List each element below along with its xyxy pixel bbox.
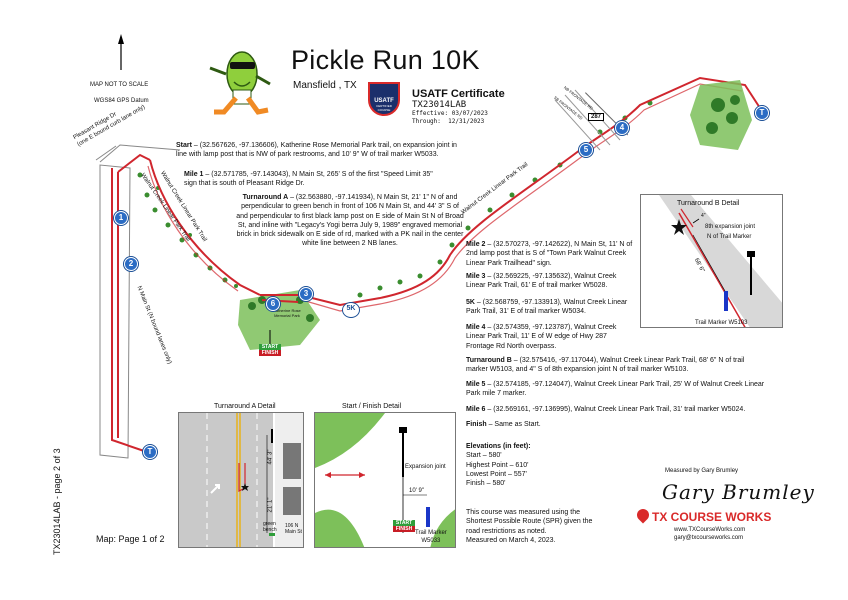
north-arrow-icon: [118, 34, 124, 70]
turnaround-b-title: Turnaround B Detail: [677, 200, 740, 207]
effective-date: 03/07/2023: [451, 110, 488, 117]
memorial-park-label: Katherine Rose Memorial Park: [273, 308, 301, 318]
turnaround-a-dim-bottom: 21' 1": [267, 497, 274, 513]
mile3-description: Mile 3 – (32.569225, -97.135632), Walnut…: [466, 273, 617, 290]
usatf-logo-sub: CERTIFIED COURSE: [376, 104, 392, 112]
company-website: www.TXCourseWorks.com: [674, 527, 746, 533]
turnaround-b-marker: Trail Marker W5103: [695, 320, 748, 326]
usatf-logo: USATF CERTIFIED COURSE: [368, 82, 400, 116]
certificate-number: TX23014LAB: [412, 100, 467, 110]
mile-marker-5k: 5K: [342, 302, 360, 318]
signature: Gary Brumley: [662, 480, 815, 504]
turnaround-marker-a: T: [143, 445, 157, 459]
turnaround-a-detail: Turnaround A Detail 44' 3" 21' 1" greenb…: [178, 412, 304, 548]
mile-marker-6: 6: [266, 297, 280, 311]
measurement-note: This course was measured using the Short…: [466, 509, 593, 544]
start-description: Start – (32.567626, -97.136606), Katheri…: [176, 142, 457, 159]
elevations: Elevations (in feet): Start – 580' Highe…: [466, 443, 531, 488]
measured-by: Measured by Gary Brumley: [665, 468, 739, 474]
mile-marker-4: 4: [615, 121, 629, 135]
mile5-description: Mile 5 – (32.574185, -97.124047), Walnut…: [466, 381, 765, 398]
turnaround-b-small-dim: 4": [701, 213, 706, 219]
city-label: Mansfield , TX: [293, 80, 357, 91]
turnaround-marker-b: T: [755, 106, 769, 120]
effective-label: Effective:: [412, 110, 449, 117]
expansion-joint-label: Expansion joint: [405, 464, 446, 470]
turnaround-a-detail-title: Turnaround A Detail: [214, 403, 276, 410]
start-finish-detail-title: Start / Finish Detail: [342, 403, 402, 410]
turnaround-b-joint2: N of Trail Marker: [707, 234, 752, 240]
mile6-description: Mile 6 – (32.569161, -97.136995), Walnut…: [466, 406, 746, 413]
through-label: Through:: [412, 118, 441, 125]
turnaround-b-detail: Turnaround B Detail 8th expansion joint …: [640, 194, 783, 328]
through-date: 12/31/2023: [448, 118, 485, 125]
5k-description: 5K – (32.568759, -97.133913), Walnut Cre…: [466, 299, 628, 316]
n-main-street: [95, 144, 181, 163]
finish-description: Finish – Same as Start.: [466, 421, 541, 428]
map-page-label: Map: Page 1 of 2: [96, 534, 165, 544]
company-email: gary@txcourseworks.com: [674, 535, 744, 541]
certificate-heading: USATF Certificate: [412, 88, 505, 100]
page-id-vertical: TX23014LAB - page 2 of 3: [52, 448, 62, 555]
gps-datum: WGS84 GPS Datum: [94, 98, 149, 104]
map-not-to-scale: MAP NOT TO SCALE: [90, 82, 149, 88]
mile-marker-2: 2: [124, 257, 138, 271]
turnaround-b-description: Turnaround B – (32.575416, -97.117044), …: [466, 357, 745, 374]
start-finish-dim: 10' 9": [409, 488, 424, 494]
mile-marker-1: 1: [114, 211, 128, 225]
pickle-mascot-logo: [209, 51, 271, 115]
company-name: TX COURSE WORKS: [652, 510, 772, 524]
hwy-287-shield: 287: [588, 113, 605, 121]
mile-marker-3: 3: [299, 287, 313, 301]
mile4-description: Mile 4 – (32.574359, -97.123787), Walnut…: [466, 324, 617, 350]
mile1-description: Mile 1 – (32.571785, -97.143043), N Main…: [184, 171, 433, 188]
turnaround-b-joint: 8th expansion joint: [705, 224, 756, 230]
turnaround-a-dim-top: 44' 3": [267, 449, 274, 465]
page-title: Pickle Run 10K: [291, 45, 480, 75]
usatf-logo-text: USATF: [374, 98, 394, 104]
turnaround-a-description: Turnaround A – (32.563880, -97.141934), …: [236, 194, 464, 248]
park-turnaround-b: [690, 80, 752, 150]
mile2-description: Mile 2 – (32.570273, -97.142622), N Main…: [466, 241, 633, 267]
mile-marker-5: 5: [579, 143, 593, 157]
